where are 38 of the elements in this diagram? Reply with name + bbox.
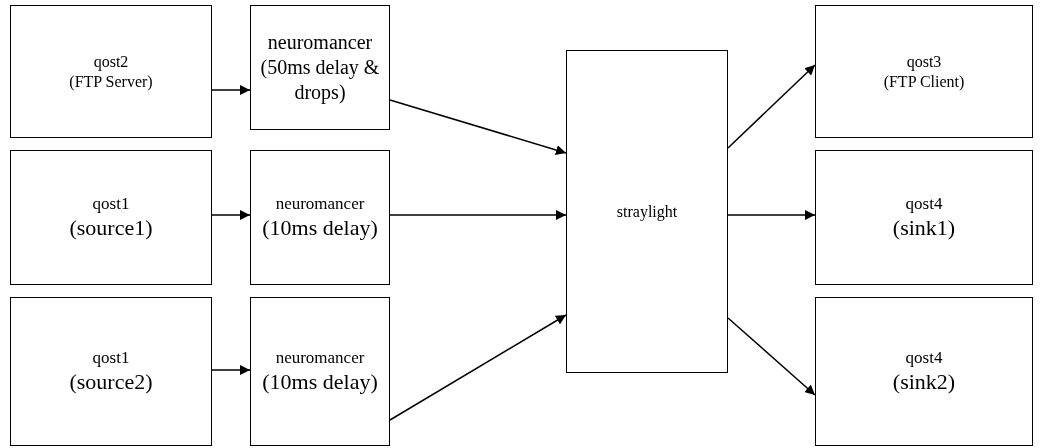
- arrow: [211, 210, 251, 220]
- host-box: [10, 297, 212, 446]
- host-label: qost4: [905, 193, 943, 215]
- host-label: (10ms delay): [262, 368, 378, 396]
- host-label: (FTP Client): [883, 71, 965, 92]
- host-label: (source2): [69, 368, 153, 396]
- host-label: neuromancer: [275, 193, 365, 215]
- host-label: neuromancer: [275, 347, 365, 369]
- host-label: straylight: [616, 201, 678, 222]
- host-label: (10ms delay): [262, 214, 378, 242]
- arrow: [389, 99, 567, 155]
- host-label: qost1: [92, 193, 130, 215]
- host-label: (sink1): [892, 214, 956, 242]
- arrow: [389, 314, 567, 421]
- arrow: [727, 210, 816, 220]
- host-label: (50ms delay & drops): [259, 55, 381, 105]
- arrow: [211, 365, 251, 375]
- host-label: qost2: [93, 51, 129, 72]
- host-box: [815, 297, 1033, 446]
- arrow: [211, 85, 251, 95]
- host-box: [815, 5, 1033, 138]
- host-box: [250, 5, 390, 130]
- host-box: [250, 297, 390, 446]
- host-box: [815, 150, 1033, 285]
- host-label: qost1: [92, 347, 130, 369]
- arrow: [389, 210, 567, 220]
- host-box: [10, 5, 212, 138]
- host-box: [10, 150, 212, 285]
- host-label: qost4: [905, 347, 943, 369]
- host-box: [250, 150, 390, 285]
- arrow: [727, 64, 816, 149]
- host-box: [566, 50, 728, 373]
- host-label: (FTP Server): [69, 71, 153, 92]
- host-label: qost3: [906, 51, 942, 72]
- host-label: (source1): [69, 214, 153, 242]
- arrow: [727, 317, 816, 396]
- host-label: (sink2): [892, 368, 956, 396]
- host-label: neuromancer: [267, 30, 373, 55]
